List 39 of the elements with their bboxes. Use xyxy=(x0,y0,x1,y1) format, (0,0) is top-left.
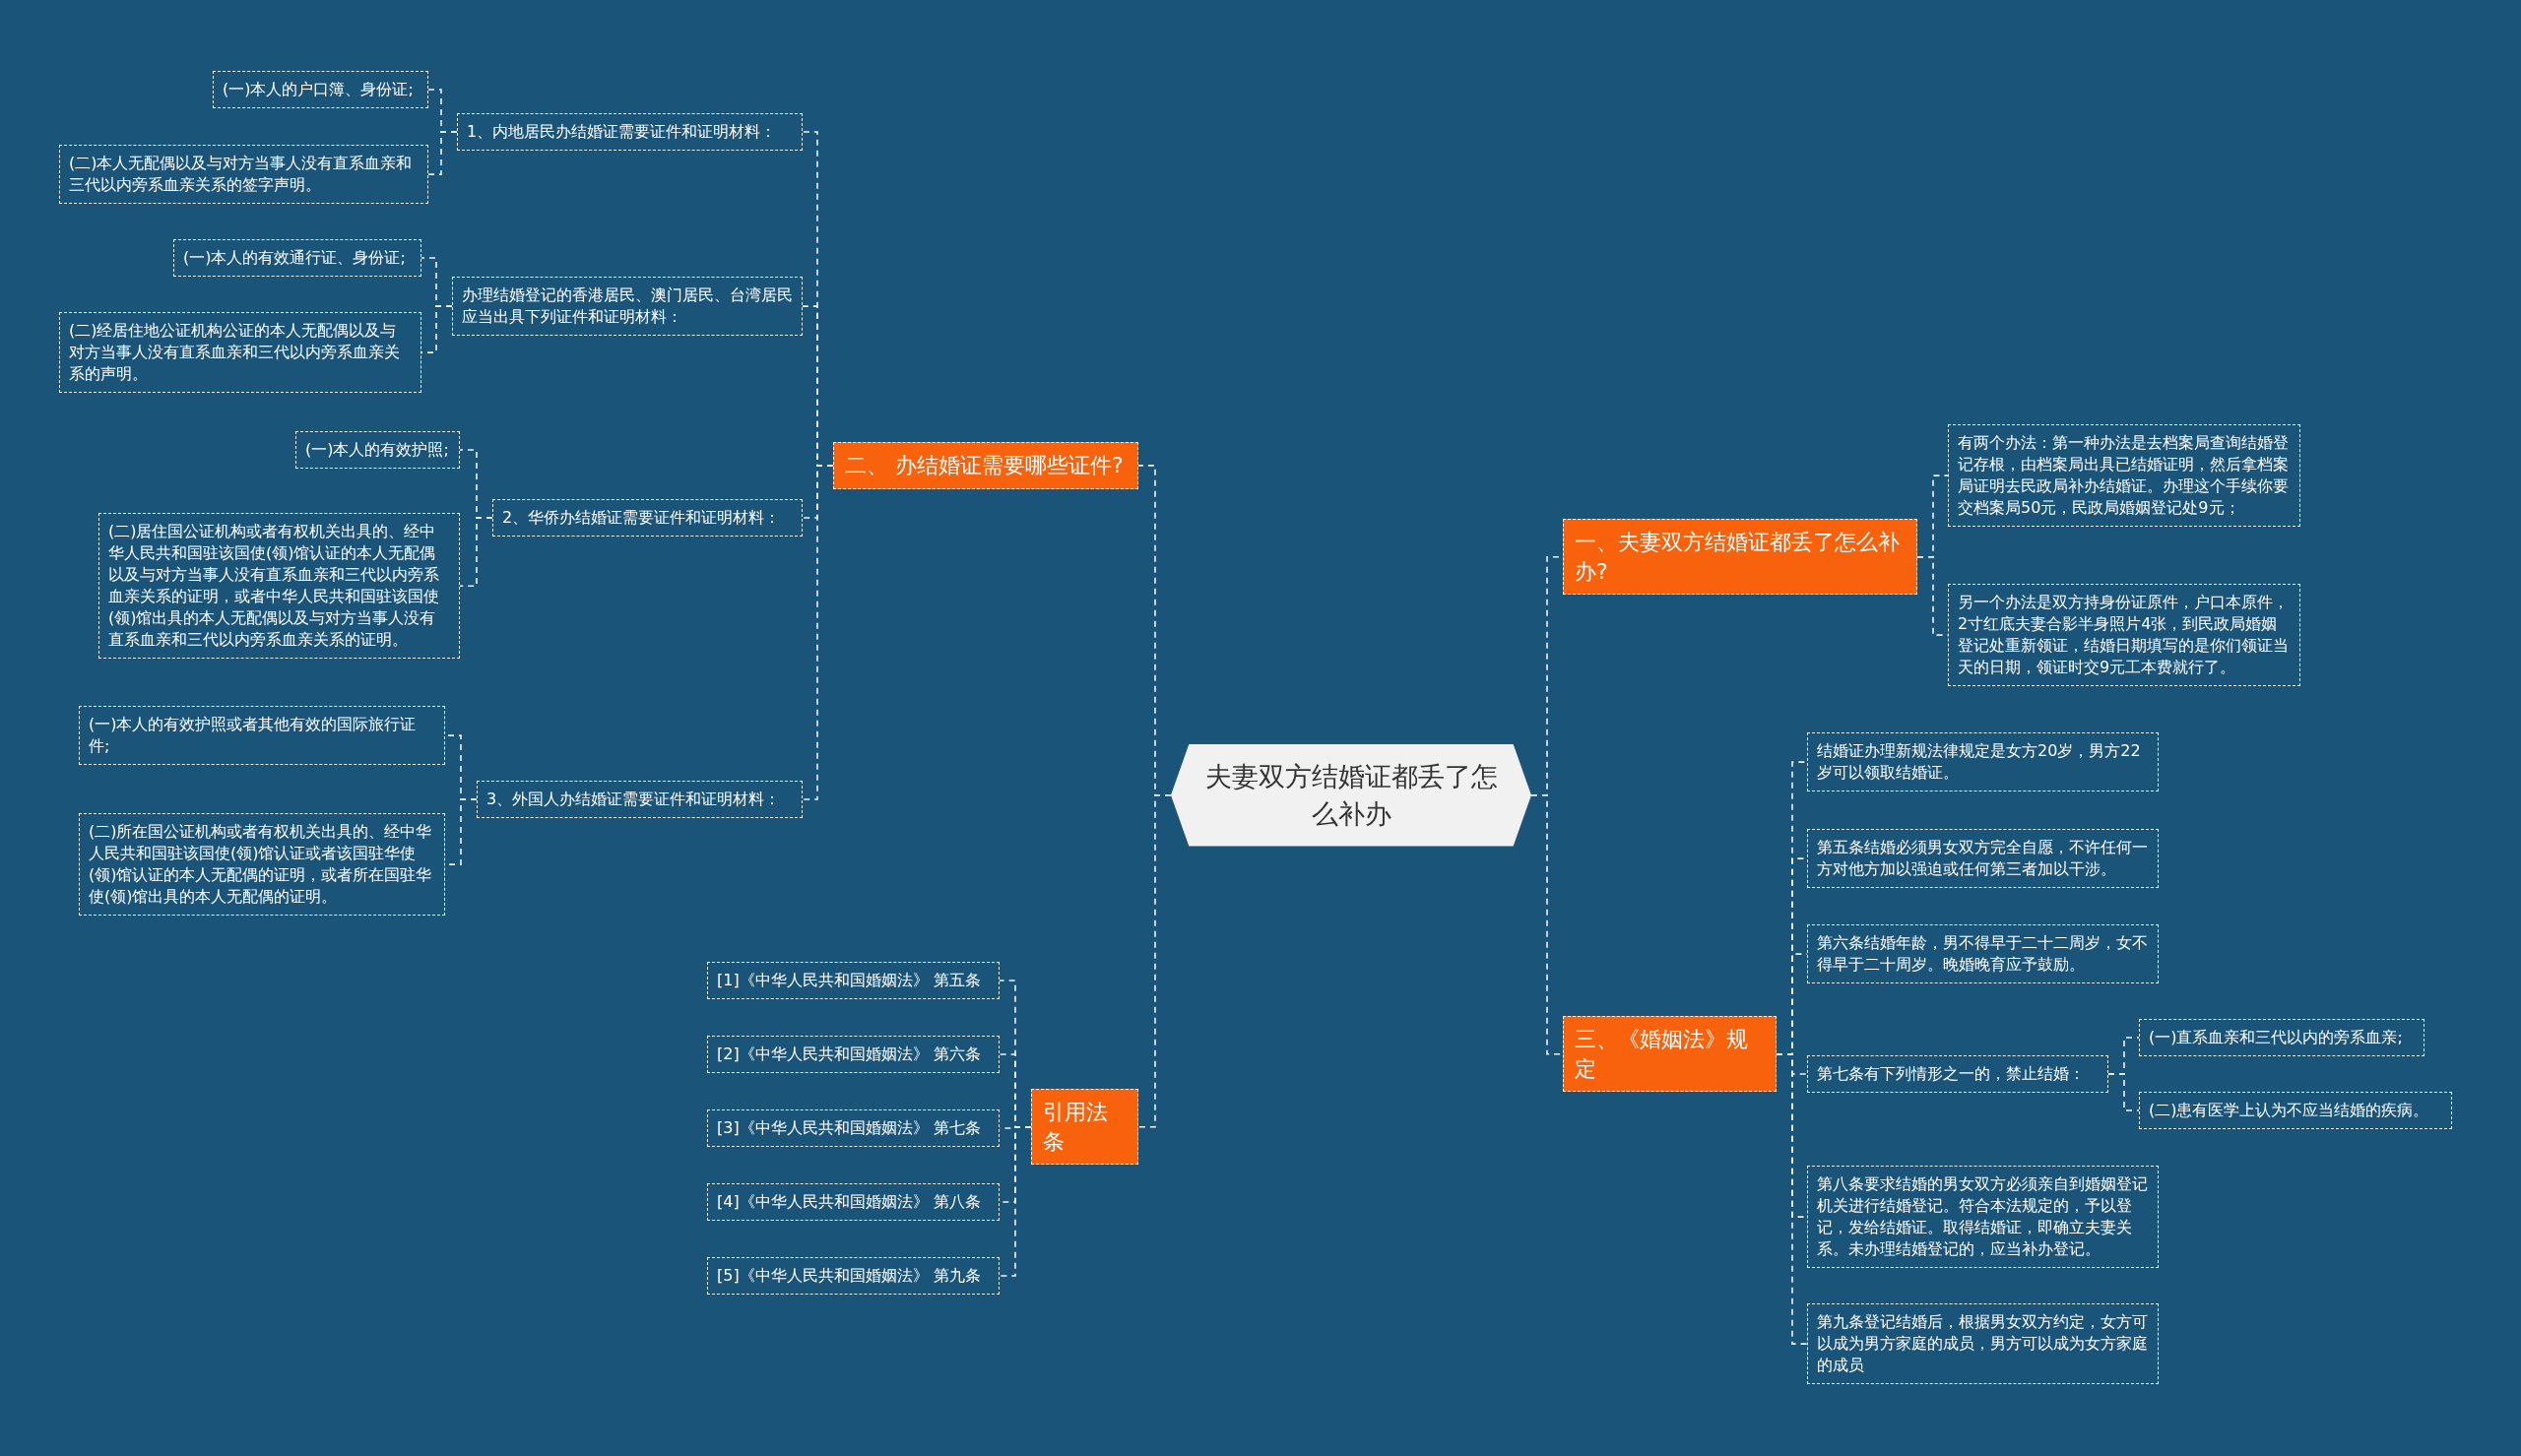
text-node-box: (二)患有医学上认为不应当结婚的疾病。 xyxy=(2139,1092,2452,1130)
text-node-box: [3]《中华人民共和国婚姻法》 第七条 xyxy=(707,1109,1000,1148)
text-node-box: 第五条结婚必须男女双方完全自愿，不许任何一方对他方加以强迫或任何第三者加以干涉。 xyxy=(1807,829,2159,889)
text-node-box: 第八条要求结婚的男女双方必须亲自到婚姻登记机关进行结婚登记。符合本法规定的，予以登记，发给结婚证。取得结婚证，即确立夫妻关系。未办理结婚登记的，应当补办登记。 xyxy=(1807,1166,2159,1269)
text-node-box: (二)经居住地公证机构公证的本人无配偶以及与对方当事人没有直系血亲和三代以内旁系血亲关系的声明。 xyxy=(59,312,421,394)
text-node-box: [1]《中华人民共和国婚姻法》 第五条 xyxy=(707,962,1000,1000)
branch-topic-box: 引用法条 xyxy=(1031,1089,1138,1166)
text-node-box: [2]《中华人民共和国婚姻法》 第六条 xyxy=(707,1036,1000,1074)
connector-line xyxy=(427,131,458,175)
branch-topic-box: 一、夫妻双方结婚证都丢了怎么补办? xyxy=(1563,519,1917,596)
text-node-box: 第九条登记结婚后，根据男女双方约定，女方可以成为男方家庭的成员，男方可以成为女方家庭的成员 xyxy=(1807,1303,2159,1385)
text-node-box: [4]《中华人民共和国婚姻法》 第八条 xyxy=(707,1183,1000,1222)
text-node-box: (一)本人的户口簿、身份证; xyxy=(213,71,428,109)
text-node-box: (二)所在国公证机构或者有权机关出具的、经中华人民共和国驻该国使(领)馆认证或者该国驻华使(领)馆认证的本人无配偶的证明，或者所在国驻华使(领)馆出具的本人无配偶的证明。 xyxy=(79,813,445,917)
text-node-box: [5]《中华人民共和国婚姻法》 第九条 xyxy=(707,1257,1000,1296)
text-node-box: (二)居住国公证机构或者有权机关出具的、经中华人民共和国驻该国使(领)馆认证的本人无配偶以及与对方当事人没有直系血亲和三代以内旁系血亲关系的证明，或者中华人民共和国驻该国使(领)馆出具的本人无配偶以及与对方当事人没有直系血亲和三代以内旁系血亲关系的证明。 xyxy=(98,513,460,660)
connector-line xyxy=(1137,794,1172,1128)
connector-line xyxy=(2107,1073,2140,1111)
text-node-box: (一)本人的有效护照; xyxy=(295,431,460,470)
text-node-box: 有两个办法：第一种办法是去档案局查询结婚登记存根，由档案局出具已结婚证明，然后拿档案局证明去民政局补办结婚证。办理这个手续你要交档案局50元，民政局婚姻登记处9元； xyxy=(1948,424,2300,528)
text-node-box: (一)本人的有效通行证、身份证; xyxy=(173,239,421,278)
text-node-box: 结婚证办理新规法律规定是女方20岁，男方22岁可以领取结婚证。 xyxy=(1807,732,2159,792)
text-node-box: 2、华侨办结婚证需要证件和证明材料： xyxy=(492,499,803,538)
text-node-box: (一)本人的有效护照或者其他有效的国际旅行证件; xyxy=(79,706,445,766)
text-node-box: 第七条有下列情形之一的，禁止结婚： xyxy=(1807,1055,2108,1094)
text-node-box: (一)直系血亲和三代以内的旁系血亲; xyxy=(2139,1019,2424,1057)
connector-line xyxy=(420,305,453,353)
connector-line xyxy=(459,517,493,588)
text-node-box: 另一个办法是双方持身份证原件，户口本原件，2寸红底夫妻合影半身照片4张，到民政局婚姻登记处重新领证，结婚日期填写的是你们领证当天的日期，领证时交9元工本费就行了。 xyxy=(1948,584,2300,687)
connector-line xyxy=(1776,1052,1808,1345)
branch-topic-box: 二、 办结婚证需要哪些证件? xyxy=(833,442,1138,489)
text-node-box: 办理结婚登记的香港居民、澳门居民、台湾居民应当出具下列证件和证明材料： xyxy=(452,277,803,337)
text-node-box: 3、外国人办结婚证需要证件和证明材料： xyxy=(477,781,803,819)
branch-topic-box: 三、《婚姻法》规定 xyxy=(1563,1016,1777,1093)
connector-line xyxy=(999,1125,1032,1277)
text-node-box: 第六条结婚年龄，男不得早于二十二周岁，女不得早于二十周岁。晚婚晚育应予鼓励。 xyxy=(1807,924,2159,984)
text-node-box: 1、内地居民办结婚证需要证件和证明材料： xyxy=(457,113,803,152)
central-topic-node: 夫妻双方结婚证都丢了怎么补办 xyxy=(1171,744,1531,847)
text-node-box: (二)本人无配偶以及与对方当事人没有直系血亲和三代以内旁系血亲关系的签字声明。 xyxy=(59,145,428,205)
